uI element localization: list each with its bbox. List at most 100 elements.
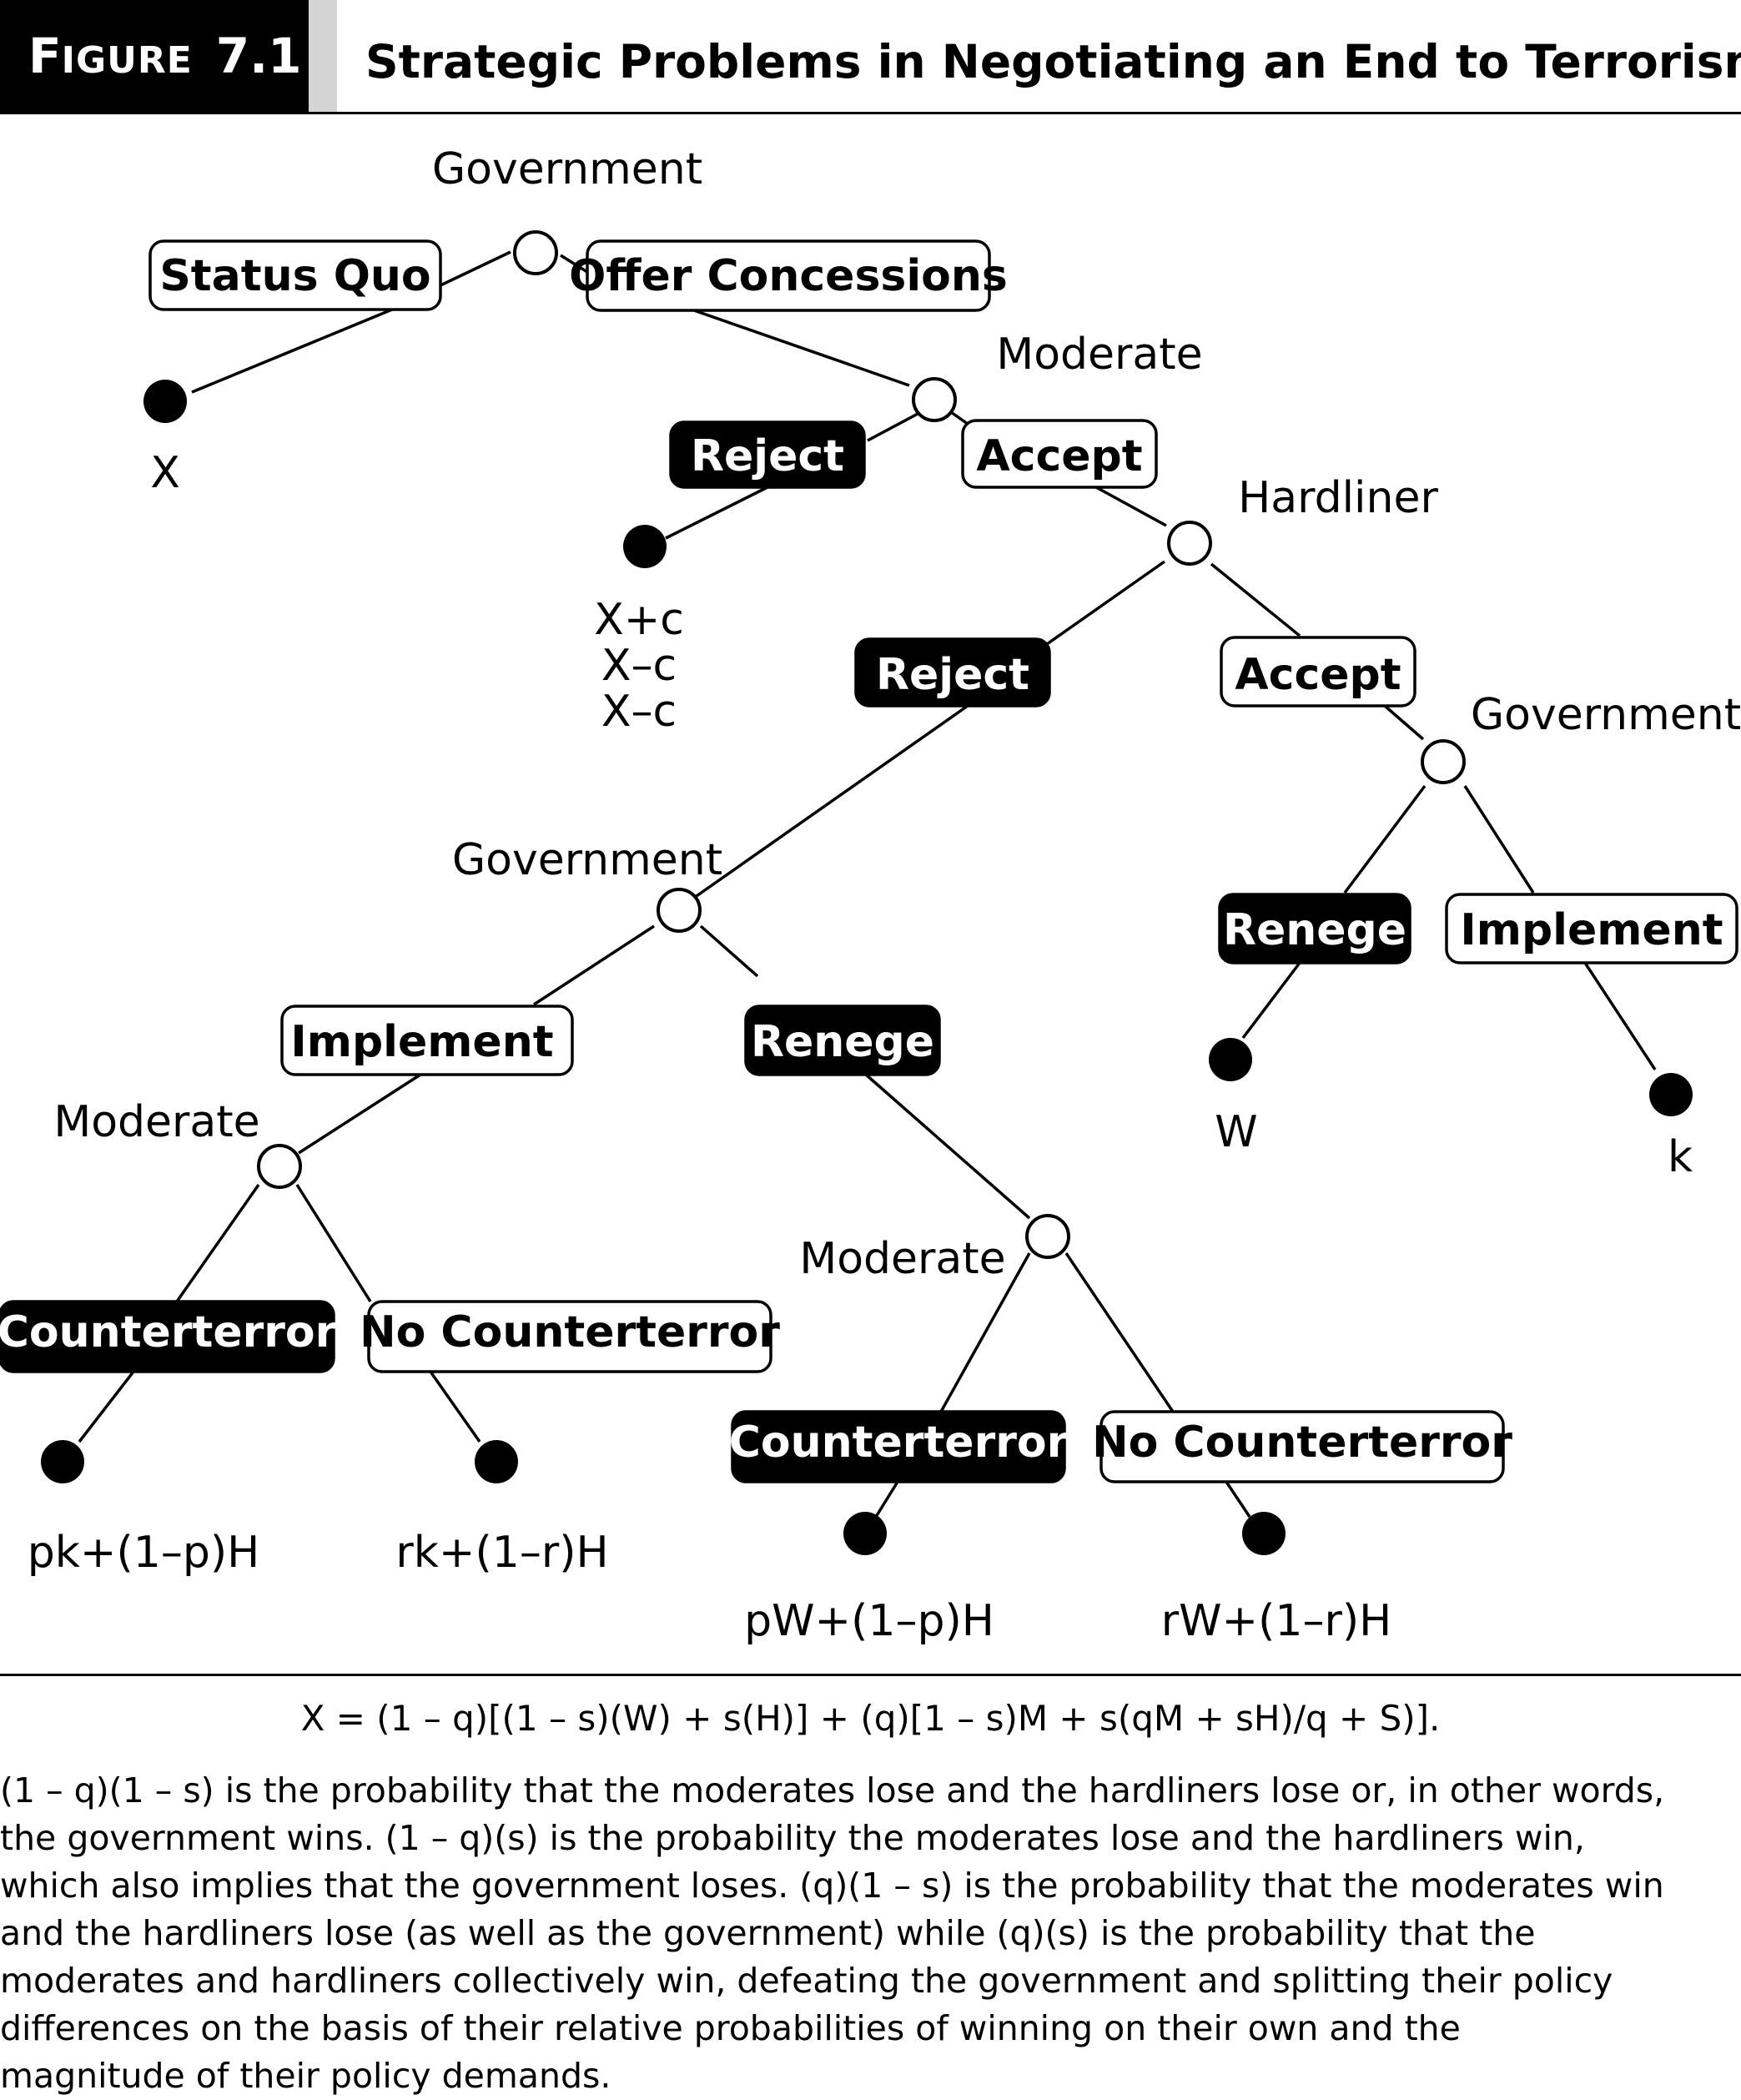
node-moderate-renege — [1025, 1214, 1070, 1259]
note-line: moderates and hardliners collectively wi… — [0, 1961, 1613, 2001]
edge-status-quo-to-x — [191, 308, 393, 394]
action-hardliner-reject: Reject — [854, 637, 1051, 708]
edge-moderate-to-accept — [949, 410, 969, 426]
terminal-no-counterterror-2 — [1242, 1512, 1286, 1555]
edge-root-to-status-quo — [440, 250, 511, 287]
action-hardliner-reject-label: Reject — [876, 650, 1029, 700]
player-hardliner: Hardliner — [1238, 473, 1438, 523]
edge-implement-to-k — [1583, 962, 1657, 1070]
edge-root-to-offer — [560, 254, 588, 274]
node-moderate-implement — [257, 1144, 302, 1189]
action-hardliner-accept: Accept — [1220, 636, 1416, 708]
node-government-root — [513, 230, 558, 275]
action-moderate-accept: Accept — [961, 419, 1158, 489]
note-line: the government wins. (1 – q)(s) is the p… — [0, 1818, 1585, 1858]
terminal-counterterror-1 — [41, 1440, 84, 1483]
player-government-reject: Government — [452, 835, 722, 885]
payoff-moderate-reject-line-1: X+c — [594, 595, 684, 645]
edge-accept-to-hardliner — [1095, 486, 1167, 527]
action-moderate-reject-label: Reject — [691, 431, 844, 481]
edge-offer-to-moderate — [693, 309, 910, 387]
header-rule — [0, 112, 1741, 114]
edge-no-counterterror-2-to-terminal — [1225, 1481, 1251, 1518]
payoff-counterterror-2: pW+(1–p)H — [744, 1596, 994, 1646]
terminal-status-quo — [143, 380, 187, 423]
action-implement-right: Implement — [1445, 893, 1738, 964]
player-moderate-renege: Moderate — [799, 1234, 1005, 1284]
action-no-counterterror-2: No Counterterror — [1092, 1410, 1512, 1483]
action-implement-left: Implement — [280, 1005, 574, 1076]
terminal-counterterror-2 — [843, 1512, 887, 1555]
terminal-no-counterterror-1 — [475, 1440, 518, 1483]
node-moderate — [912, 377, 957, 422]
action-no-counterterror-1-label: No Counterterror — [360, 1307, 780, 1357]
edge-moderate-to-no-counterterror-2 — [1064, 1252, 1175, 1413]
terminal-moderate-reject — [623, 525, 667, 568]
terminal-implement-right — [1649, 1073, 1693, 1116]
player-government-accept: Government — [1471, 690, 1741, 740]
payoff-moderate-reject-line-2: X–c — [601, 641, 677, 691]
edge-hardliner-to-reject — [1045, 560, 1166, 646]
action-counterterror-2: Counterterror — [729, 1410, 1069, 1483]
player-moderate: Moderate — [996, 330, 1202, 380]
edge-government-to-implement-left — [533, 924, 655, 1006]
terminal-renege-right — [1209, 1038, 1252, 1081]
figure-tag-word: FIGURE — [28, 28, 193, 84]
player-government-root: Government — [432, 144, 702, 194]
edge-government-to-renege-left — [699, 924, 759, 978]
edge-moderate-to-counterterror-1 — [175, 1183, 260, 1303]
action-moderate-reject: Reject — [669, 421, 866, 489]
action-counterterror-1: Counterterror — [0, 1300, 337, 1373]
action-no-counterterror-1: No Counterterror — [360, 1300, 780, 1373]
figure-number: 7.1 — [215, 28, 302, 84]
payoff-counterterror-1: pk+(1–p)H — [28, 1528, 259, 1578]
explanatory-note: (1 – q)(1 – s) is the probability that t… — [0, 1767, 1741, 2100]
node-hardliner — [1167, 521, 1212, 566]
action-status-quo: Status Quo — [148, 239, 442, 311]
header-stripe — [309, 0, 337, 112]
action-moderate-accept-label: Accept — [976, 431, 1142, 481]
action-status-quo-label: Status Quo — [159, 251, 430, 301]
figure-header: FIGURE 7.1 Strategic Problems in Negotiat… — [0, 0, 1741, 112]
action-renege-right-label: Renege — [1223, 905, 1406, 955]
payoff-renege-right: W — [1215, 1107, 1257, 1157]
edge-renege-to-w — [1241, 961, 1301, 1040]
edge-counterterror-1-to-terminal — [78, 1370, 135, 1443]
note-line: and the hardliners lose (as well as the … — [0, 1913, 1536, 1953]
figure-label: FIGURE 7.1 — [0, 0, 309, 112]
payoff-status-quo: X — [150, 448, 180, 498]
action-hardliner-accept-label: Accept — [1235, 650, 1401, 700]
game-tree: Status Quo Offer Concessions Reject Acce… — [0, 144, 1741, 1646]
action-counterterror-1-label: Counterterror — [0, 1307, 337, 1357]
payoff-no-counterterror-1: rk+(1–r)H — [395, 1528, 608, 1578]
node-government-accept — [1421, 739, 1466, 784]
edge-accept-to-government — [1383, 704, 1425, 741]
payoff-equation: X = (1 – q)[(1 – s)(W) + s(H)] + (q)[1 –… — [300, 1698, 1441, 1739]
action-offer-concessions-label: Offer Concessions — [569, 251, 1008, 301]
edge-government-to-renege-right — [1343, 784, 1427, 894]
decision-nodes — [257, 230, 1466, 1259]
action-offer-concessions: Offer Concessions — [569, 239, 1008, 312]
action-implement-right-label: Implement — [1460, 905, 1723, 955]
payoff-moderate-reject-line-3: X–c — [601, 687, 677, 737]
payoff-no-counterterror-2: rW+(1–r)H — [1161, 1596, 1392, 1646]
edge-hardliner-to-accept — [1210, 562, 1301, 637]
action-renege-left-label: Renege — [751, 1017, 934, 1067]
edge-reject-to-terminal — [665, 486, 768, 540]
figure-title: Strategic Problems in Negotiating an End… — [365, 35, 1741, 88]
action-counterterror-2-label: Counterterror — [729, 1418, 1069, 1468]
action-renege-left: Renege — [744, 1005, 941, 1076]
terminal-nodes — [41, 380, 1693, 1555]
action-no-counterterror-2-label: No Counterterror — [1092, 1418, 1512, 1468]
edge-government-to-implement-right — [1463, 785, 1535, 894]
note-line: differences on the basis of their relati… — [0, 2008, 1461, 2048]
edge-implement-to-moderate — [298, 1073, 421, 1155]
footer-rule — [0, 1674, 1741, 1676]
edge-moderate-to-counterterror-2 — [939, 1252, 1031, 1413]
node-government-reject — [657, 888, 702, 933]
edge-renege-to-moderate — [864, 1073, 1031, 1220]
edge-reject-to-government — [692, 704, 969, 899]
action-implement-left-label: Implement — [290, 1017, 553, 1067]
payoff-implement-right: k — [1668, 1132, 1693, 1182]
note-line: which also implies that the government l… — [0, 1866, 1664, 1906]
